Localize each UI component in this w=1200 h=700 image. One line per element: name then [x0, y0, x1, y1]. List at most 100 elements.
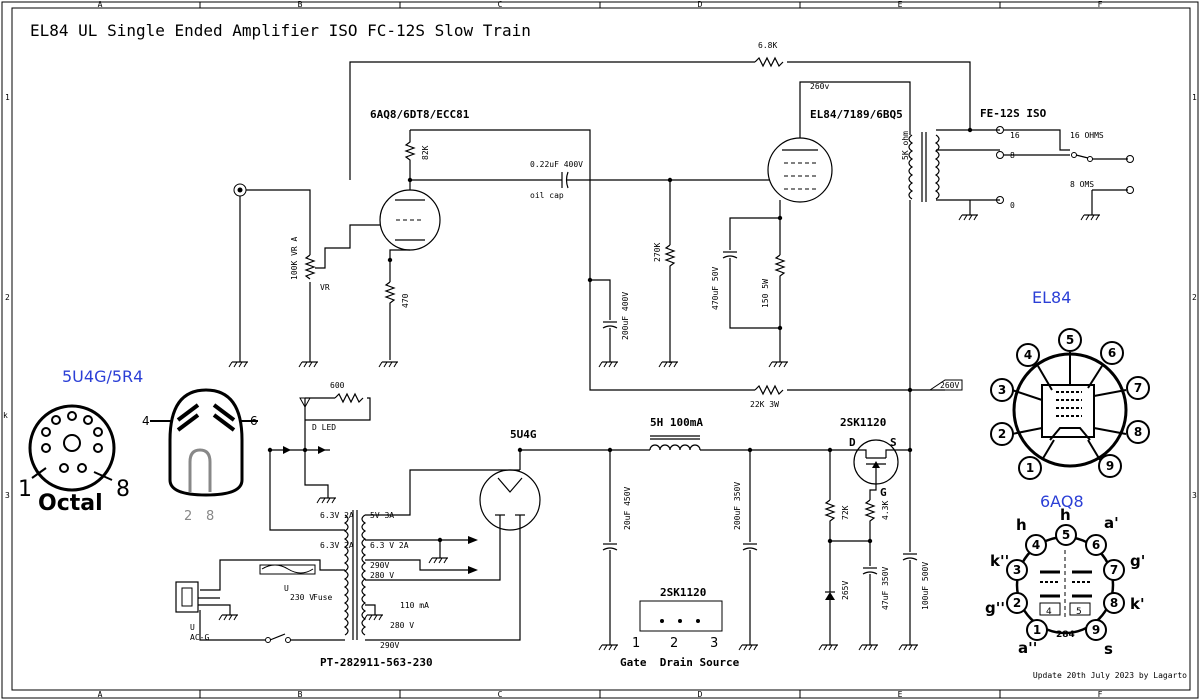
iec-inlet: [175, 581, 199, 613]
power-switch[interactable]: [265, 633, 291, 643]
6aq8-letter-s: s: [1104, 640, 1113, 658]
6aq8-pinout-title: 6AQ8: [1040, 492, 1084, 511]
grid-resistor-label: 270K: [653, 243, 662, 262]
power-supply-section: 600 D LED 6.3V 2A 5V 3A 6.3V 2A 6.3 V 2A…: [175, 381, 930, 669]
6aq8-letter-k1: k': [1130, 595, 1145, 613]
6aq8-inner-4: 4: [1046, 607, 1052, 617]
vr-label: VR: [320, 283, 330, 292]
update-note: Update 20th July 2023 by Lagarto: [1033, 671, 1187, 680]
v260-tag-label: 260V: [940, 381, 959, 390]
cap-200uf-350v-label: 200uF 350V: [733, 482, 742, 530]
out-8-label: 8 OMS: [1070, 180, 1094, 189]
cathode-resistor-150: [774, 254, 786, 326]
col-label-e-bottom: E: [898, 690, 903, 699]
6aq8-pin-4: 4: [1032, 538, 1040, 552]
col-label-b-bottom: B: [298, 690, 303, 699]
u-label-1: U: [284, 584, 289, 593]
package-pin-3: 3: [710, 636, 718, 651]
package-pin-2: 2: [670, 636, 678, 651]
current-label: 110 mA: [400, 601, 429, 610]
col-label-c: C: [498, 0, 503, 9]
6aq8-pinout: 6AQ8 4 5 284 1 2 3 4 5 6 7 8 9 h h a' g'…: [985, 492, 1145, 658]
6aq8-pin-9: 9: [1092, 623, 1100, 637]
6aq8-inner-284: 284: [1056, 630, 1075, 640]
hv-290a-label: 290V: [370, 561, 389, 570]
6aq8-pin-3: 3: [1013, 563, 1021, 577]
output-transformer: [908, 132, 940, 202]
feedback-resistor-label: 6.8K: [758, 41, 777, 50]
6aq8-letter-g1: g': [1130, 552, 1145, 570]
volume-pot[interactable]: [304, 254, 316, 280]
el84-pin-4: 4: [1024, 348, 1032, 362]
drain-label: D: [849, 436, 856, 449]
driver-tube-label: 6AQ8/6DT8/ECC81: [370, 108, 470, 121]
source-label: S: [890, 436, 897, 449]
row-label-1-right: 1: [1192, 93, 1197, 102]
6aq8-inner-5: 5: [1076, 607, 1082, 617]
rectifier-tube: [479, 469, 541, 531]
6aq8-letter-a1: a': [1104, 514, 1119, 532]
row-label-3: 3: [5, 491, 10, 500]
cap-20uf-label: 20uF 450V: [623, 486, 632, 530]
otx-label: FE-12S ISO: [980, 107, 1047, 120]
cathode-resistor-470: [384, 281, 396, 360]
el84-pin-5: 5: [1066, 333, 1074, 347]
cap-100uf-label: 100uF 500V: [921, 562, 930, 610]
output-tube: [767, 137, 833, 203]
output-jack-8[interactable]: [1126, 186, 1134, 194]
octal-pin-8: 8: [116, 477, 130, 502]
rect-pin-8: 8: [206, 509, 214, 524]
mains-voltage-label: 230 V: [290, 593, 314, 602]
col-label-a-bottom: A: [98, 690, 103, 699]
row-label-1: 1: [5, 93, 10, 102]
row-label-3-right: 3: [1192, 491, 1197, 500]
schematic-title: EL84 UL Single Ended Amplifier ISO FC-12…: [30, 21, 531, 40]
6aq8-pin-6: 6: [1092, 538, 1100, 552]
out-16-label: 16 OHMS: [1070, 131, 1104, 140]
coupling-cap-label: 0.22uF 400V: [530, 160, 583, 169]
impedance-switch[interactable]: [1071, 152, 1093, 162]
6aq8-pin-5: 5: [1062, 528, 1070, 542]
hv-280a-label: 280 V: [370, 571, 394, 580]
col-label-a: A: [98, 0, 103, 9]
choke: [649, 435, 701, 451]
col-label-f-bottom: F: [1098, 690, 1103, 699]
ac-ground-label: AC-G: [190, 633, 209, 642]
el84-pin-1: 1: [1026, 461, 1034, 475]
u-label-2: U: [190, 623, 195, 632]
input-jack[interactable]: [233, 183, 247, 197]
el84-pinout-title: EL84: [1032, 288, 1071, 307]
mosfet-package-diagram: [639, 600, 723, 632]
output-jack-16[interactable]: [1126, 155, 1134, 163]
resistor-22k-label: 22K 3W: [750, 400, 779, 409]
col-label-f: F: [1098, 0, 1103, 9]
package-title: 2SK1120: [660, 586, 706, 599]
6aq8-letter-g2: g'': [985, 599, 1005, 617]
fuse: [259, 564, 316, 575]
6aq8-letter-h-top: h: [1060, 506, 1071, 524]
6aq8-letter-h-left: h: [1016, 516, 1027, 534]
octal-word: Octal: [38, 491, 103, 516]
rectifier-label: 5U4G: [510, 428, 537, 441]
6aq8-pin-8: 8: [1110, 596, 1118, 610]
cathode-resistor-150-label: 150 5W: [761, 279, 770, 308]
led-label: D LED: [312, 423, 336, 432]
heater-c-label: 6.3 V 2A: [370, 541, 409, 550]
6aq8-letter-a2: a'': [1018, 639, 1037, 657]
r43k-label: 4.3K: [881, 501, 890, 520]
zener-label: 265V: [841, 581, 850, 600]
row-label-k: k: [3, 411, 8, 420]
6aq8-pin-1: 1: [1033, 623, 1041, 637]
6aq8-pin-7: 7: [1110, 563, 1118, 577]
rectifier-pinout-title: 5U4G/5R4: [62, 367, 143, 386]
package-pin-names: Gate Drain Source: [620, 656, 740, 669]
volume-pot-label: 100K VR A: [290, 236, 299, 280]
tap-16-label: 16: [1010, 131, 1020, 140]
driver-tube: [379, 189, 441, 251]
output-tube-label: EL84/7189/6BQ5: [810, 108, 903, 121]
ground-symbols: [218, 214, 1100, 651]
power-transformer: [343, 510, 367, 640]
grid-resistor-270k: [664, 244, 676, 363]
row-label-2: 2: [5, 293, 10, 302]
